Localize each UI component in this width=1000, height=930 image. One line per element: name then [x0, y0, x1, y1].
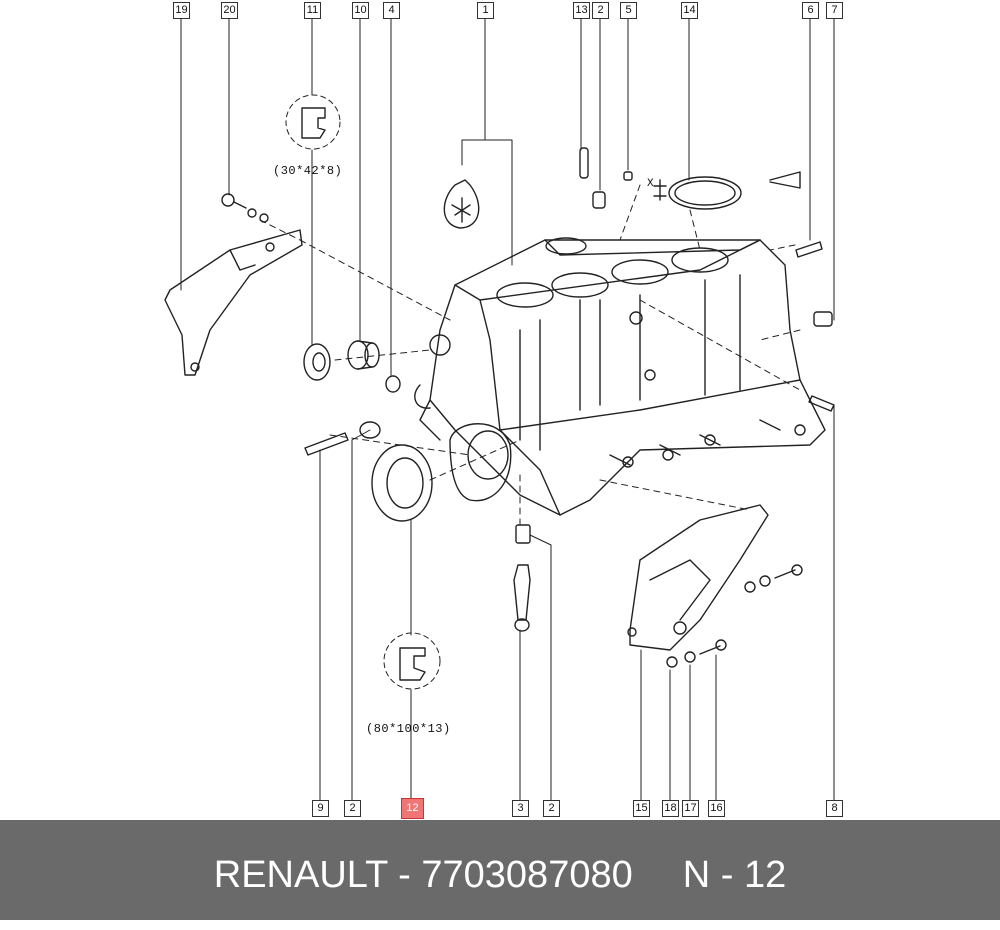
camshaft-bearing	[347, 340, 380, 370]
callout-2-top: 2	[592, 2, 609, 19]
part-number: 7703087080	[421, 854, 633, 896]
callout-12-highlighted[interactable]: 12	[401, 798, 424, 819]
callout-15: 15	[633, 800, 650, 817]
gauge-x-label: X	[647, 178, 655, 190]
stud-left	[304, 432, 349, 456]
callout-16: 16	[708, 800, 725, 817]
callout-18: 18	[662, 800, 679, 817]
ring-tool	[443, 179, 480, 229]
left-engine-bracket	[164, 229, 303, 376]
callout-2-bottom-left: 2	[344, 800, 361, 817]
engine-block	[414, 237, 826, 516]
callout-8: 8	[826, 800, 843, 817]
callout-14: 14	[681, 2, 698, 19]
callout-1: 1	[477, 2, 494, 19]
right-engine-bracket	[627, 504, 769, 651]
bracket-bolts-right	[666, 564, 803, 668]
top-plug	[623, 171, 633, 181]
callout-4: 4	[383, 2, 400, 19]
leader-lines	[180, 17, 835, 801]
callout-20: 20	[221, 2, 238, 19]
footer-bar: RENAULT - 7703087080 N - 12	[0, 820, 1000, 920]
large-oil-seal	[371, 444, 433, 522]
separator: -	[387, 854, 422, 896]
top-dowel	[592, 191, 606, 209]
large-seal-detail	[383, 632, 441, 690]
alignment-dashes	[259, 184, 801, 526]
drain-plug	[813, 311, 833, 327]
callout-10: 10	[352, 2, 369, 19]
small-oil-seal	[303, 343, 331, 381]
callout-19: 19	[173, 2, 190, 19]
footer-title: RENAULT - 7703087080 N - 12	[0, 820, 1000, 920]
callout-9: 9	[312, 800, 329, 817]
liner-seal-ring	[653, 171, 801, 210]
stud-right	[795, 241, 823, 258]
brand-name: RENAULT	[213, 854, 388, 896]
seal-dimension-small: (30*42*8)	[273, 164, 343, 178]
callout-17: 17	[682, 800, 699, 817]
callout-6: 6	[802, 2, 819, 19]
dowel-left	[359, 421, 381, 439]
bracket-bolt	[221, 193, 269, 223]
callout-5: 5	[620, 2, 637, 19]
callout-11: 11	[304, 2, 321, 19]
ref-number: 12	[743, 854, 787, 896]
small-bush	[385, 375, 401, 393]
stud-lower-right	[808, 395, 835, 412]
top-pin	[579, 147, 589, 179]
callout-7: 7	[826, 2, 843, 19]
engine-block-exploded-view	[164, 17, 835, 801]
crank-bolt	[513, 524, 531, 632]
callout-13: 13	[573, 2, 590, 19]
callout-3: 3	[512, 800, 529, 817]
seal-dimension-large: (80*100*13)	[366, 722, 451, 736]
small-seal-detail	[285, 94, 341, 150]
ref-prefix: N -	[682, 854, 744, 896]
callout-2-bottom-right: 2	[543, 800, 560, 817]
